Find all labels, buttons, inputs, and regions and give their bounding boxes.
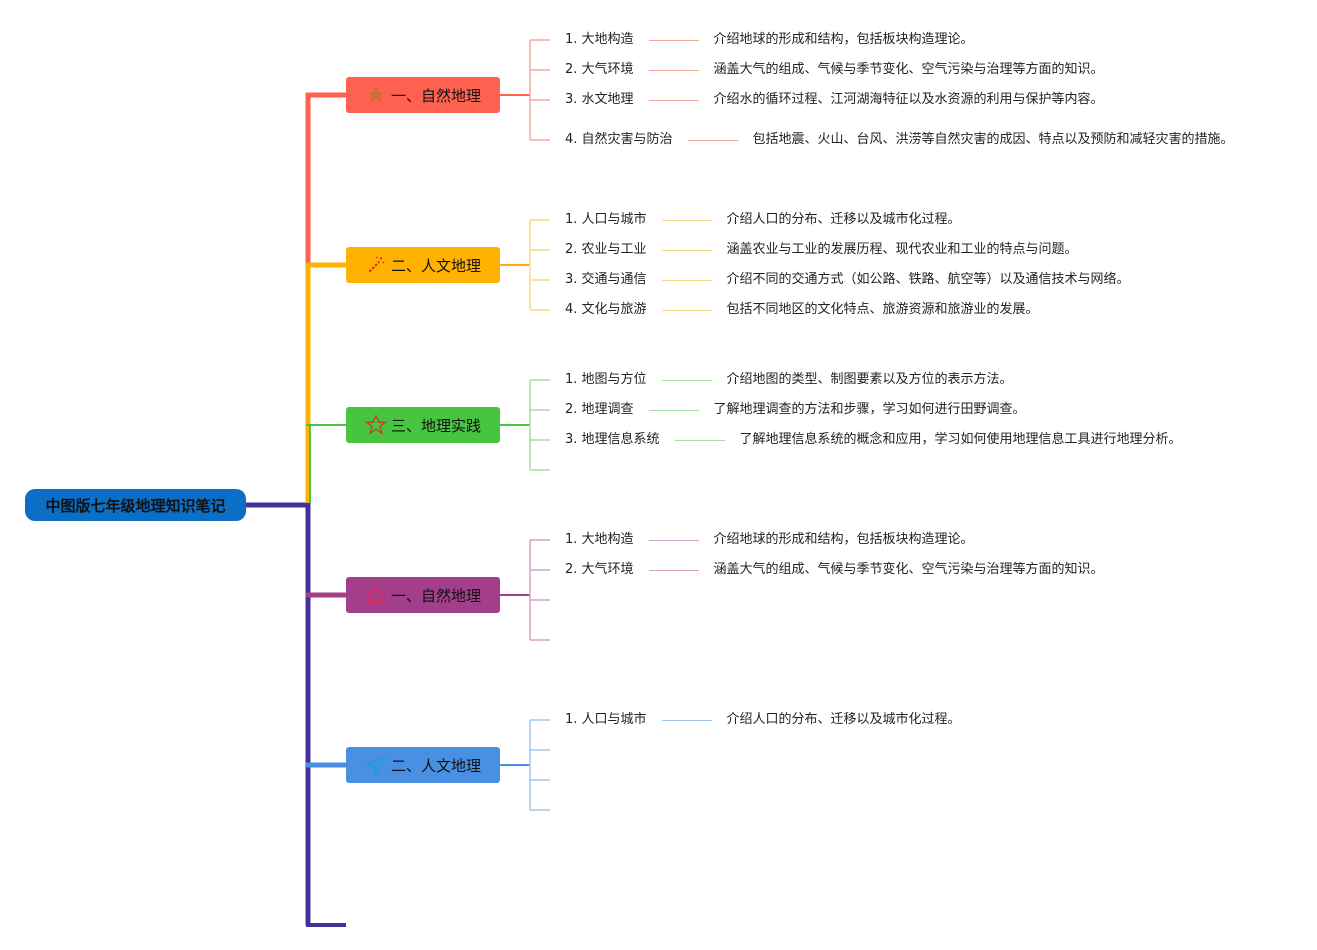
leaf-desc-connector (661, 380, 712, 381)
leaf-item[interactable]: 2. 大气环境 涵盖大气的组成、气候与季节变化、空气污染与治理等方面的知识。 (565, 60, 1104, 80)
leaf-item[interactable]: 1. 人口与城市 介绍人口的分布、迁移以及城市化过程。 (565, 710, 961, 730)
leaf-desc-connector (648, 40, 699, 41)
leaf-description: 介绍地图的类型、制图要素以及方位的表示方法。 (726, 372, 1013, 387)
leaf-description: 介绍不同的交通方式（如公路、铁路、航空等）以及通信技术与网络。 (726, 272, 1130, 287)
leaf-description: 介绍水的循环过程、江河湖海特征以及水资源的利用与保护等内容。 (713, 92, 1104, 107)
leaf-label: 3. 交通与通信 (565, 272, 647, 287)
leaf-desc-connector (648, 70, 699, 71)
leaf-label: 4. 自然灾害与防治 (565, 132, 673, 147)
branch-title: 一、自然地理 (390, 86, 481, 105)
leaf-description: 包括地震、火山、台风、洪涝等自然灾害的成因、特点以及预防和减轻灾害的措施。 (752, 132, 1234, 147)
leaf-item[interactable]: 3. 交通与通信 介绍不同的交通方式（如公路、铁路、航空等）以及通信技术与网络。 (565, 270, 1130, 290)
star-filled-icon (365, 84, 387, 106)
branch-node[interactable]: 二、人文地理 (346, 247, 500, 283)
leaf-description: 介绍地球的形成和结构，包括板块构造理论。 (713, 532, 974, 547)
leaf-desc-connector (648, 570, 699, 571)
leaf-desc-connector (661, 250, 712, 251)
leaf-item[interactable]: 3. 地理信息系统 了解地理信息系统的概念和应用，学习如何使用地理信息工具进行地理… (565, 430, 1182, 450)
leaf-item[interactable]: 1. 大地构造 介绍地球的形成和结构，包括板块构造理论。 (565, 30, 974, 50)
branch-title: 二、人文地理 (390, 256, 481, 275)
leaf-description: 介绍人口的分布、迁移以及城市化过程。 (726, 712, 961, 727)
leaf-desc-connector (661, 720, 712, 721)
leaf-label: 1. 人口与城市 (565, 212, 647, 227)
leaf-item[interactable]: 2. 大气环境 涵盖大气的组成、气候与季节变化、空气污染与治理等方面的知识。 (565, 560, 1104, 580)
leaf-label: 2. 农业与工业 (565, 242, 647, 257)
leaf-label: 2. 大气环境 (565, 62, 634, 77)
leaf-description: 了解地理调查的方法和步骤，学习如何进行田野调查。 (713, 402, 1026, 417)
branch-title: 一、自然地理 (390, 586, 481, 605)
leaf-desc-connector (661, 310, 712, 311)
leaf-desc-connector (648, 540, 699, 541)
leaf-label: 2. 地理调查 (565, 402, 634, 417)
home-icon (365, 584, 387, 606)
leaf-description: 包括不同地区的文化特点、旅游资源和旅游业的发展。 (726, 302, 1039, 317)
leaf-item[interactable]: 4. 自然灾害与防治 包括地震、火山、台风、洪涝等自然灾害的成因、特点以及预防和减… (565, 130, 1243, 150)
leaf-item[interactable]: 4. 文化与旅游 包括不同地区的文化特点、旅游资源和旅游业的发展。 (565, 300, 1039, 320)
leaf-desc-connector (661, 220, 712, 221)
leaf-label: 2. 大气环境 (565, 562, 634, 577)
paper-plane-icon (365, 754, 387, 776)
leaf-description: 了解地理信息系统的概念和应用，学习如何使用地理信息工具进行地理分析。 (739, 432, 1182, 447)
leaf-desc-connector (648, 100, 699, 101)
leaf-description: 涵盖大气的组成、气候与季节变化、空气污染与治理等方面的知识。 (713, 62, 1104, 77)
leaf-label: 1. 大地构造 (565, 532, 634, 547)
star-outline-icon (364, 413, 387, 436)
leaf-label: 1. 大地构造 (565, 32, 634, 47)
branch-node[interactable]: 一、自然地理 (346, 77, 500, 113)
leaf-label: 1. 地图与方位 (565, 372, 647, 387)
branch-node[interactable]: 一、自然地理 (346, 577, 500, 613)
leaf-description: 介绍人口的分布、迁移以及城市化过程。 (726, 212, 961, 227)
root-node[interactable]: 中图版七年级地理知识笔记 (25, 489, 246, 521)
leaf-desc-connector (687, 140, 738, 141)
leaf-desc-connector (648, 410, 699, 411)
leaf-label: 1. 人口与城市 (565, 712, 647, 727)
leaf-description: 涵盖农业与工业的发展历程、现代农业和工业的特点与问题。 (726, 242, 1078, 257)
leaf-description: 涵盖大气的组成、气候与季节变化、空气污染与治理等方面的知识。 (713, 562, 1104, 577)
leaf-desc-connector (661, 280, 712, 281)
branch-title: 二、人文地理 (390, 756, 481, 775)
leaf-item[interactable]: 2. 地理调查 了解地理调查的方法和步骤，学习如何进行田野调查。 (565, 400, 1026, 420)
leaf-label: 3. 水文地理 (565, 92, 634, 107)
branch-node[interactable]: 二、人文地理 (346, 747, 500, 783)
leaf-item[interactable]: 1. 大地构造 介绍地球的形成和结构，包括板块构造理论。 (565, 530, 974, 550)
leaf-desc-connector (674, 440, 725, 441)
leaf-item[interactable]: 3. 水文地理 介绍水的循环过程、江河湖海特征以及水资源的利用与保护等内容。 (565, 90, 1104, 110)
branch-node[interactable]: 三、地理实践 (346, 407, 500, 443)
magic-wand-icon (365, 254, 387, 276)
leaf-label: 3. 地理信息系统 (565, 432, 660, 447)
leaf-item[interactable]: 1. 人口与城市 介绍人口的分布、迁移以及城市化过程。 (565, 210, 961, 230)
root-title: 中图版七年级地理知识笔记 (45, 496, 226, 515)
leaf-item[interactable]: 1. 地图与方位 介绍地图的类型、制图要素以及方位的表示方法。 (565, 370, 1013, 390)
leaf-item[interactable]: 2. 农业与工业 涵盖农业与工业的发展历程、现代农业和工业的特点与问题。 (565, 240, 1078, 260)
branch-title: 三、地理实践 (390, 416, 481, 435)
leaf-label: 4. 文化与旅游 (565, 302, 647, 317)
leaf-description: 介绍地球的形成和结构，包括板块构造理论。 (713, 32, 974, 47)
